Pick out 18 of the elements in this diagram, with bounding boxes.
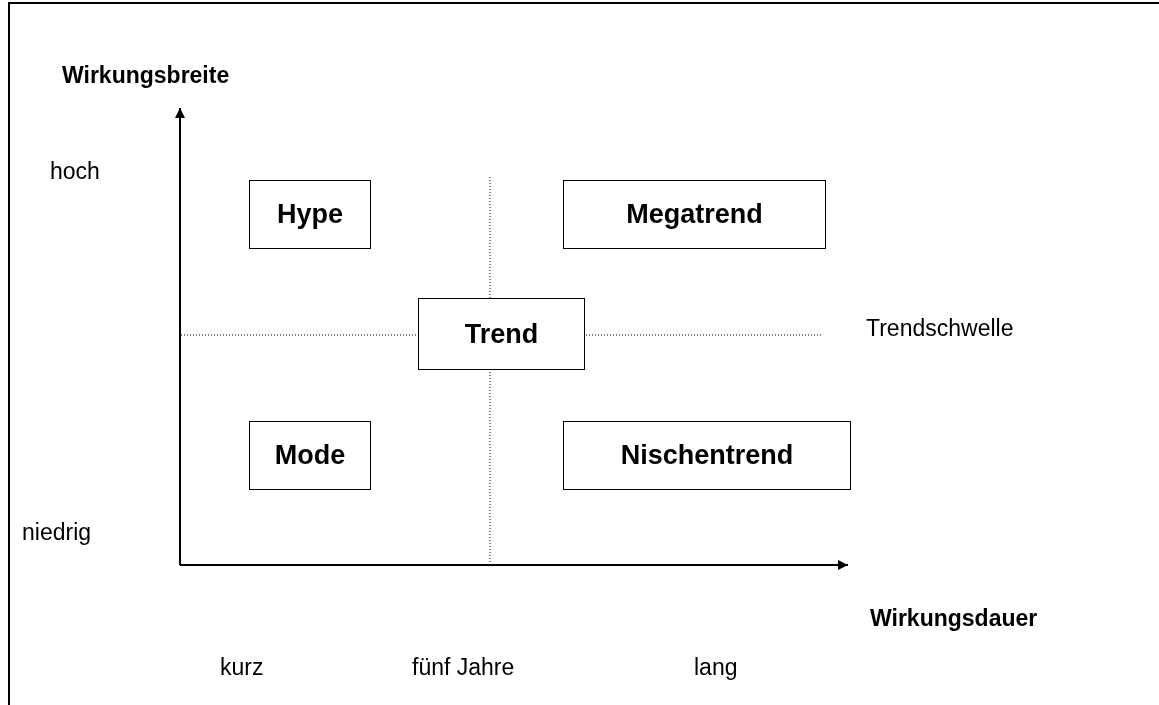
- category-box: [249, 421, 371, 490]
- category-box: [563, 421, 851, 490]
- category-label: Megatrend: [626, 199, 763, 230]
- axis-level-label: hoch: [50, 158, 100, 185]
- category-box: [418, 298, 585, 370]
- category-label: Nischentrend: [620, 440, 794, 471]
- category-label: Hype: [277, 199, 343, 230]
- axis-level-label: fünf Jahre: [412, 654, 515, 681]
- axis-title: Wirkungsdauer: [870, 605, 1038, 632]
- category-label: Mode: [274, 440, 346, 471]
- axis-title: Wirkungsbreite: [62, 62, 230, 89]
- axis-level-label: kurz: [220, 654, 264, 681]
- axis-level-label: niedrig: [22, 519, 92, 546]
- category-box: [563, 180, 826, 249]
- category-box: [249, 180, 371, 249]
- category-label: Trend: [464, 318, 539, 350]
- axis-level-label: lang: [694, 654, 738, 681]
- threshold-label: Trendschwelle: [866, 315, 1014, 342]
